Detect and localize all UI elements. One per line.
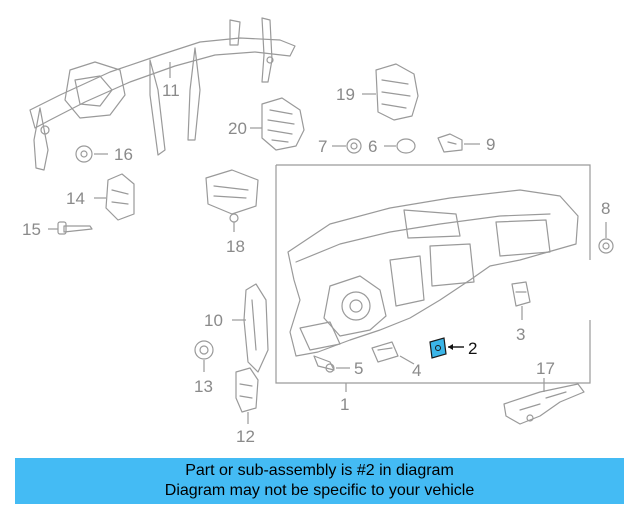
banner-line-2: Diagram may not be specific to your vehi…: [164, 482, 475, 499]
trim-panel-part-10: [243, 283, 269, 373]
banner-line-1: Part or sub-assembly is #2 in diagram: [185, 462, 454, 479]
clip-part-8: [598, 238, 614, 254]
bracket-part-14: [105, 173, 135, 221]
callout-15: 15: [22, 220, 41, 239]
callout-14: 14: [66, 189, 85, 208]
clip-part-6: [396, 138, 416, 154]
callout-11: 11: [162, 81, 180, 100]
callout-20: 20: [228, 119, 247, 138]
callout-1: 1: [340, 395, 349, 414]
clip-part-7: [346, 138, 362, 154]
callout-8: 8: [601, 199, 610, 218]
parts-diagram: 11 20 19 7 6 9 16 14: [22, 17, 614, 446]
callout-6: 6: [368, 137, 377, 156]
callout-7: 7: [318, 137, 327, 156]
module-part-18: [205, 169, 259, 223]
bracket-part-17: [503, 383, 585, 425]
bracket-part-2-highlighted[interactable]: [429, 337, 447, 359]
bracket-part-3: [511, 281, 531, 307]
callout-5: 5: [354, 359, 363, 378]
air-vent-part-20: [261, 97, 305, 151]
duct-part-19: [375, 63, 419, 121]
callout-17: 17: [536, 359, 555, 378]
bolt-part-15: [57, 221, 93, 235]
cross-car-beam-part-11: [29, 17, 296, 171]
callout-10: 10: [204, 311, 223, 330]
info-banner: Part or sub-assembly is #2 in diagram Di…: [15, 458, 624, 504]
bracket-part-9: [437, 133, 463, 153]
clip-part-13: [194, 340, 214, 360]
callout-12: 12: [236, 427, 255, 446]
callout-4: 4: [412, 361, 421, 380]
callout-2[interactable]: 2: [468, 339, 477, 358]
callout-16: 16: [114, 145, 133, 164]
callout-3: 3: [516, 325, 525, 344]
clip-part-4: [371, 341, 399, 363]
clip-part-16: [75, 145, 93, 163]
bracket-part-12: [235, 367, 259, 413]
callout-18: 18: [226, 237, 245, 256]
screw-part-5: [313, 355, 335, 373]
group-frame: [276, 164, 591, 260]
instrument-panel-part-1: [287, 189, 579, 357]
callout-9: 9: [486, 135, 495, 154]
callout-13: 13: [194, 377, 213, 396]
callout-19: 19: [336, 85, 355, 104]
